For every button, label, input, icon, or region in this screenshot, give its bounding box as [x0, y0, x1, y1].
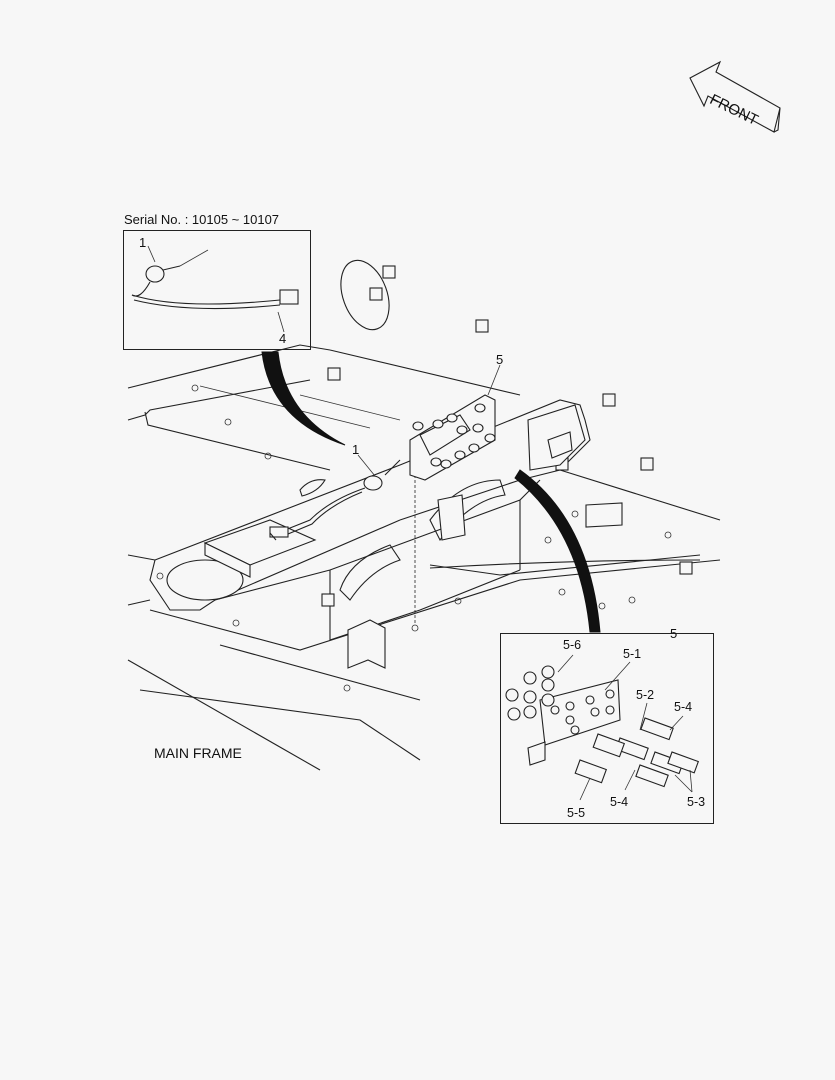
serial-inset-frame — [123, 230, 311, 350]
serial-caption: Serial No. : 10105 ~ 10107 — [124, 212, 280, 227]
detail-inset-drawing — [505, 654, 700, 801]
serial-inset-drawing — [131, 245, 299, 333]
detail-callout-5-3: 5-3 — [687, 795, 706, 809]
pressure-sensor-harness — [269, 459, 701, 569]
front-arrow-icon — [689, 60, 781, 133]
detail-callout-5-5: 5-5 — [567, 806, 586, 820]
detail-callout-5-1: 5-1 — [623, 647, 642, 661]
manifold-assembly — [409, 394, 496, 481]
detail-callout-5-2: 5-2 — [636, 688, 655, 702]
callout-1: 1 — [352, 442, 360, 457]
detail-title: 5 — [670, 626, 678, 641]
callout-5: 5 — [496, 352, 504, 367]
detail-callout-5-6: 5-6 — [563, 638, 582, 652]
inset-callout-1: 1 — [139, 235, 147, 250]
detail-callout-5-4a: 5-4 — [674, 700, 693, 714]
detail-inset-frame — [500, 633, 714, 824]
cube-markers — [321, 265, 693, 607]
leader-arrow-to-detail — [514, 469, 601, 633]
leader-arrow-to-inset — [261, 351, 346, 446]
main-frame-label: MAIN FRAME — [154, 745, 242, 761]
main-frame-body — [127, 259, 721, 771]
detail-callout-5-4b: 5-4 — [610, 795, 629, 809]
inset-callout-4: 4 — [279, 331, 287, 346]
